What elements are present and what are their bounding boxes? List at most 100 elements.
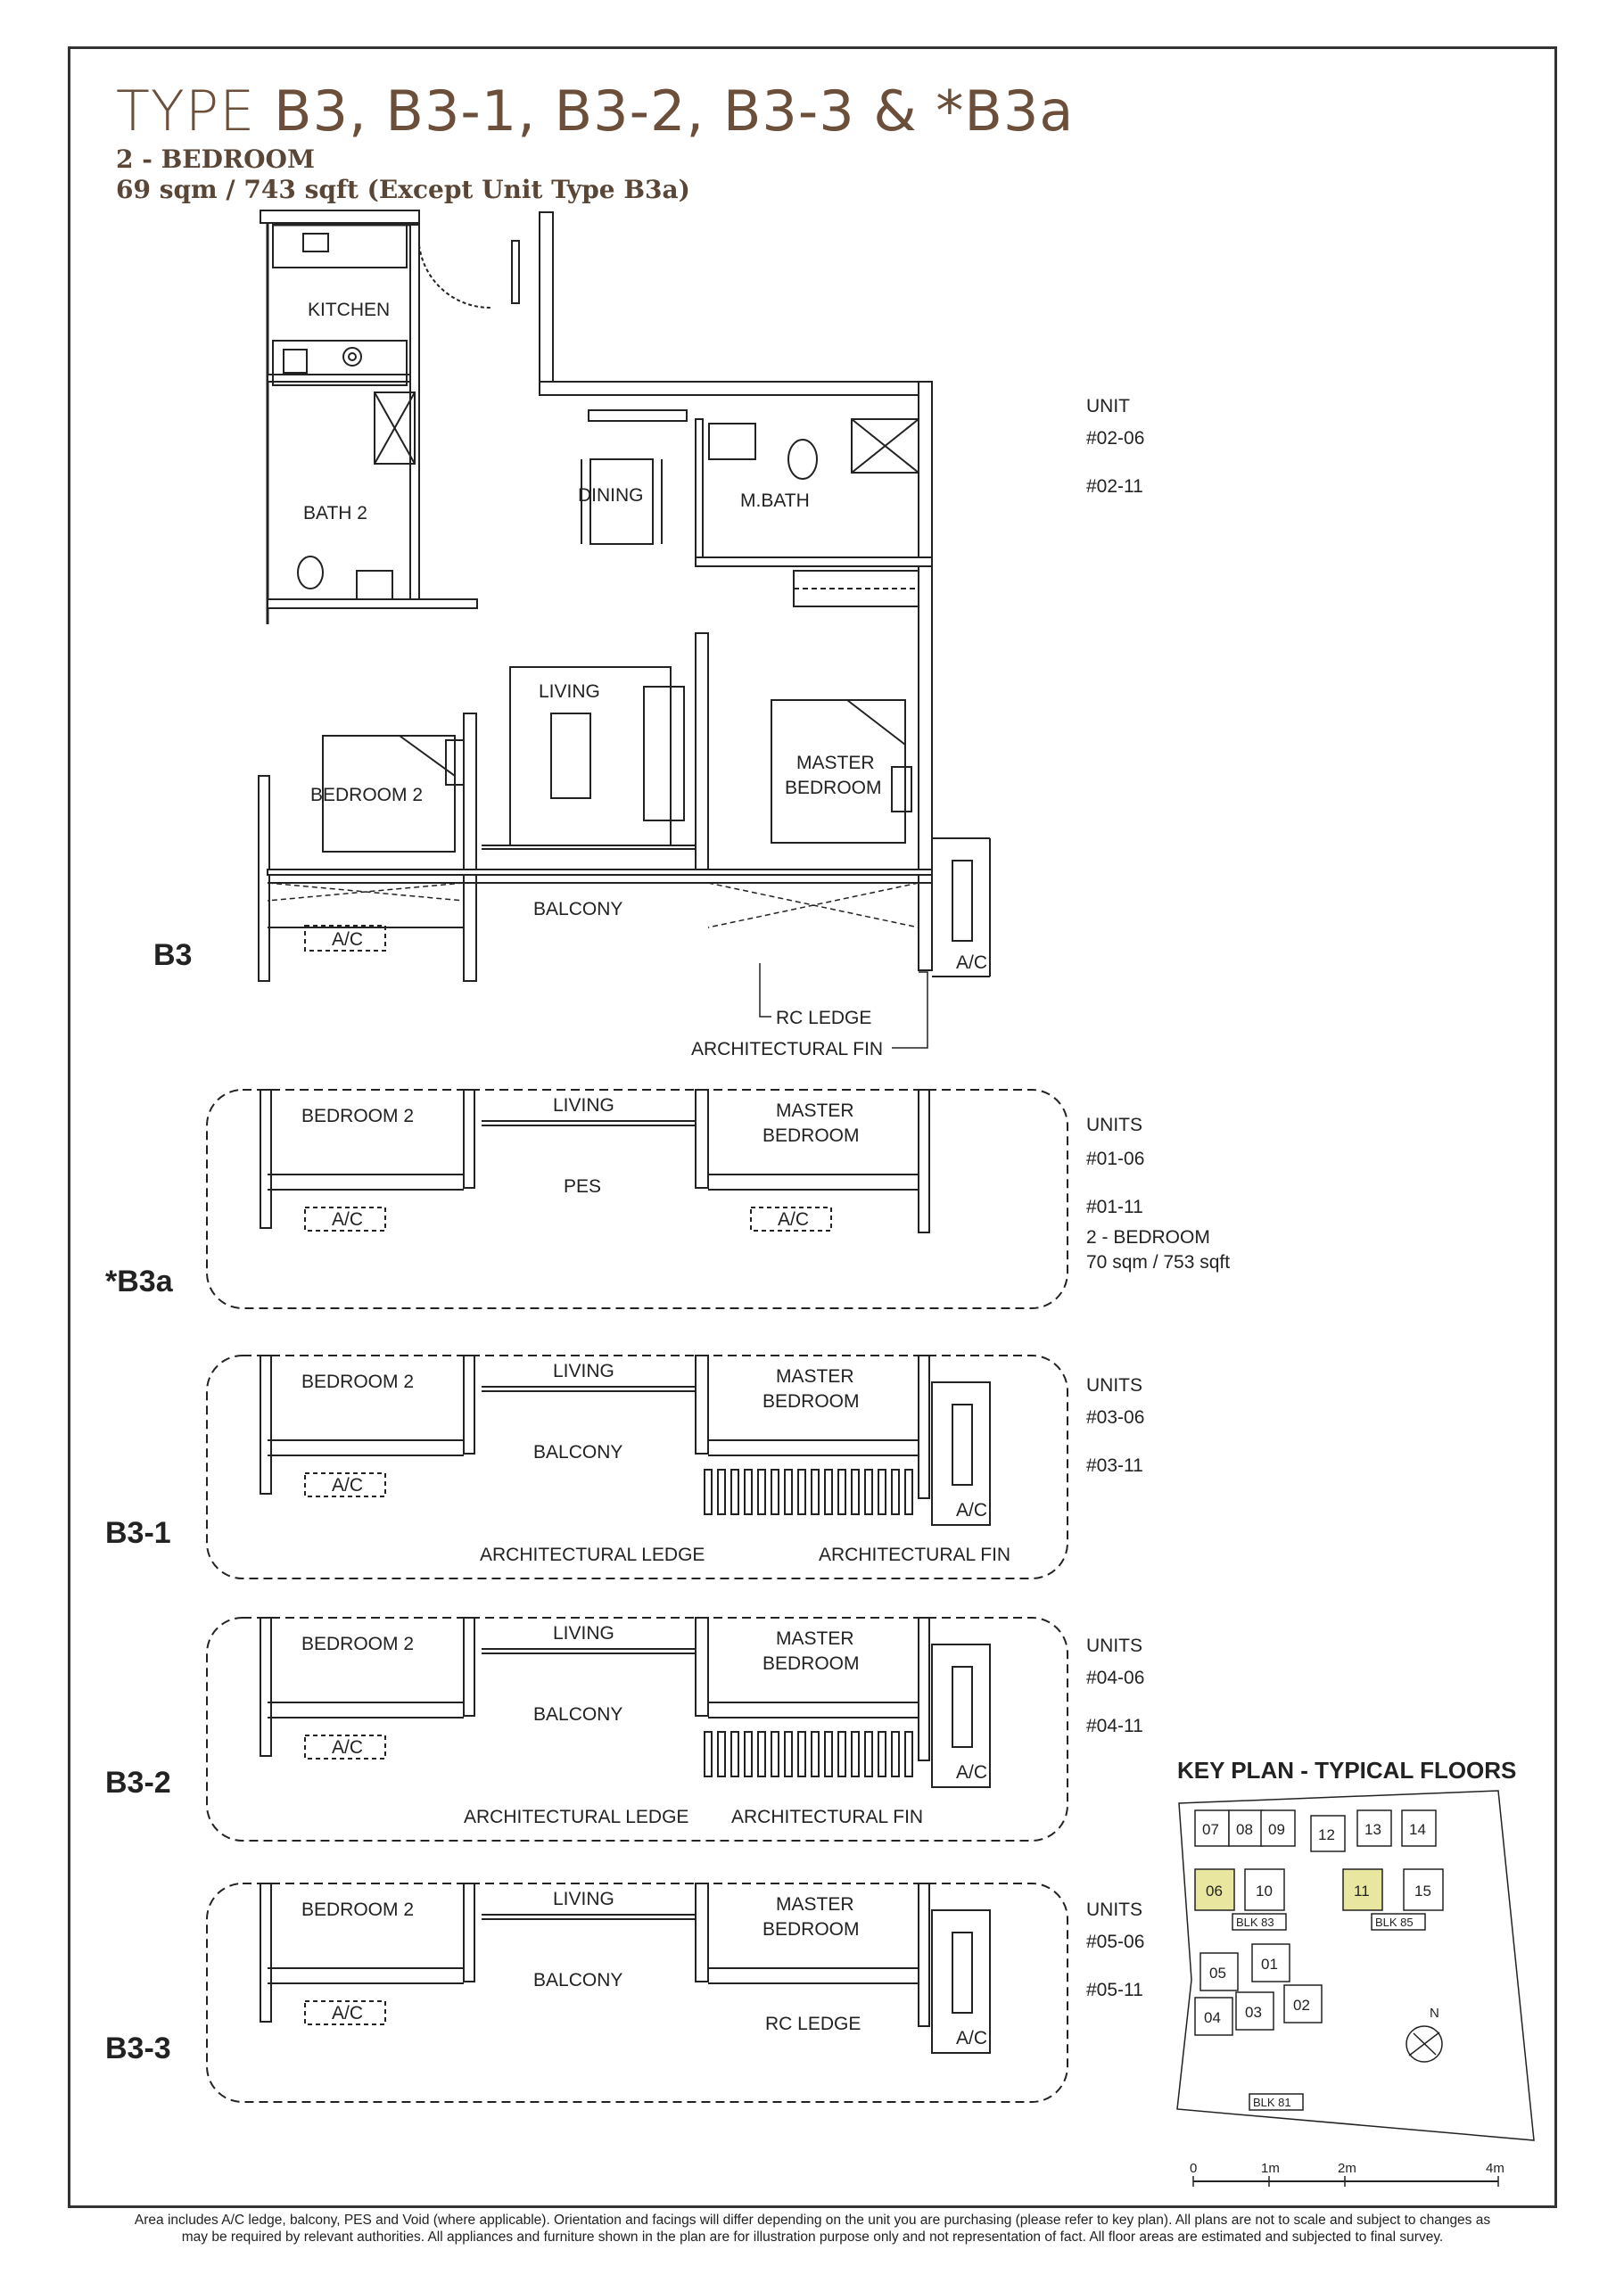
type-label-b3a: *B3a bbox=[105, 1265, 173, 1298]
keyplan-unit-label: 12 bbox=[1318, 1826, 1335, 1843]
unit-area: 69 sqm / 743 sqft (Except Unit Type B3a) bbox=[116, 175, 690, 204]
keyplan-unit-label: 01 bbox=[1261, 1956, 1278, 1973]
variant-frame-b3-3 bbox=[206, 1883, 1068, 2103]
wall-living-master bbox=[695, 632, 709, 875]
keyplan-unit bbox=[1356, 1809, 1392, 1847]
variant-wall-left bbox=[260, 1355, 272, 1495]
variant-callout-right: ARCHITECTURAL FIN bbox=[731, 1807, 923, 1827]
variant-fin bbox=[704, 1731, 713, 1777]
variant-fin bbox=[891, 1469, 900, 1515]
keyplan-block-label: BLK 81 bbox=[1253, 2096, 1291, 2109]
ac-left-label: A/C bbox=[332, 929, 363, 950]
variant-fin bbox=[744, 1731, 753, 1777]
wall-bath2-kitchen bbox=[267, 374, 420, 383]
title-types: B3, B3-1, B3-2, B3-3 & *B3a bbox=[274, 78, 1075, 144]
variant-fin bbox=[771, 1731, 779, 1777]
type-label-b3: B3 bbox=[153, 938, 193, 972]
unit-number: #03-11 bbox=[1086, 1455, 1143, 1476]
page-subtitle: 2 - BEDROOM 69 sqm / 743 sqft (Except Un… bbox=[116, 144, 690, 205]
title-prefix: TYPE bbox=[116, 78, 256, 144]
wall-right bbox=[918, 381, 933, 971]
room-dining: DINING bbox=[578, 485, 644, 506]
variant-living: LIVING bbox=[553, 1623, 614, 1644]
key-plan bbox=[1176, 1790, 1535, 2187]
keyplan-unit bbox=[1228, 1809, 1264, 1847]
b3a-area: 70 sqm / 753 sqft bbox=[1086, 1252, 1231, 1273]
variant-wall-left bbox=[260, 1617, 272, 1757]
room-bedroom2: BEDROOM 2 bbox=[310, 785, 423, 805]
unit-number: #04-06 bbox=[1086, 1668, 1145, 1688]
callout-arch-fin: ARCHITECTURAL FIN bbox=[691, 1039, 883, 1059]
keyplan-unit bbox=[1260, 1809, 1296, 1847]
keyplan-block-tag bbox=[1249, 2093, 1304, 2111]
units-b3-2: UNITS #04-06 #04-11 bbox=[1086, 1634, 1144, 1739]
unit-number: #05-06 bbox=[1086, 1932, 1145, 1952]
variant-bedroom2: BEDROOM 2 bbox=[301, 1106, 414, 1126]
variant-outdoor: PES bbox=[564, 1176, 601, 1197]
ac-right-label: A/C bbox=[956, 952, 987, 973]
variant-living: LIVING bbox=[553, 1889, 614, 1909]
scale-1m: 1m bbox=[1261, 2161, 1280, 2176]
variant-callout-right: ARCHITECTURAL FIN bbox=[819, 1545, 1010, 1565]
variant-fin bbox=[878, 1731, 886, 1777]
variant-ac-ledge bbox=[952, 1404, 973, 1486]
units-header: UNITS bbox=[1086, 1115, 1142, 1135]
keyplan-block-tag bbox=[1371, 1913, 1426, 1931]
variant-ac-left: A/C bbox=[332, 1737, 363, 1758]
variant-fin bbox=[797, 1469, 806, 1515]
variant-ac-box bbox=[304, 2000, 386, 2025]
variant-wall-left bbox=[260, 1883, 272, 2023]
variant-outdoor: BALCONY bbox=[533, 1442, 622, 1463]
unit-number: #02-06 bbox=[1086, 428, 1145, 449]
keyplan-unit-label: 15 bbox=[1414, 1883, 1431, 1900]
variant-wall bbox=[695, 1883, 709, 1982]
variant-ac-box bbox=[304, 1207, 386, 1232]
keyplan-block-label: BLK 85 bbox=[1375, 1916, 1414, 1929]
ac-box-left bbox=[304, 925, 386, 952]
type-label-b3-2: B3-2 bbox=[105, 1766, 171, 1800]
north-arrow-icon bbox=[1406, 2025, 1443, 2063]
keyplan-unit-label: 08 bbox=[1236, 1821, 1253, 1838]
keyplan-block-label: BLK 83 bbox=[1236, 1916, 1274, 1929]
variant-living: LIVING bbox=[553, 1361, 614, 1381]
variant-bedroom2: BEDROOM 2 bbox=[301, 1900, 414, 1920]
keyplan-unit bbox=[1401, 1809, 1437, 1847]
wall-corridor bbox=[539, 211, 554, 396]
variant-master-2: BEDROOM bbox=[763, 1919, 860, 1940]
balcony-line bbox=[267, 869, 933, 876]
units-header: UNITS bbox=[1086, 1900, 1142, 1920]
unit-number: #04-11 bbox=[1086, 1716, 1143, 1736]
footer-line-1: Area includes A/C ledge, balcony, PES an… bbox=[134, 2213, 1491, 2228]
variant-ac-right: A/C bbox=[956, 1500, 987, 1521]
page-frame bbox=[68, 46, 1557, 2208]
variant-master-1: MASTER bbox=[776, 1100, 854, 1121]
keyplan-unit-highlighted bbox=[1194, 1868, 1235, 1911]
units-main: UNIT #02-06 #02-11 bbox=[1086, 394, 1144, 499]
variant-ac-ledge bbox=[931, 1381, 991, 1526]
variant-fin bbox=[811, 1731, 820, 1777]
variant-fin bbox=[744, 1469, 753, 1515]
variant-ac-left: A/C bbox=[332, 1475, 363, 1496]
wall-bed2-living bbox=[463, 713, 477, 982]
keyplan-unit-label: 09 bbox=[1268, 1821, 1285, 1838]
keyplan-unit-highlighted bbox=[1342, 1868, 1383, 1911]
variant-fin bbox=[837, 1731, 846, 1777]
units-header: UNITS bbox=[1086, 1636, 1142, 1656]
variant-wall bbox=[695, 1089, 709, 1189]
keyplan-unit-label: 05 bbox=[1209, 1965, 1226, 1982]
units-header: UNITS bbox=[1086, 1375, 1142, 1396]
unit-number: #02-11 bbox=[1086, 476, 1143, 497]
variant-frame-b3-1 bbox=[206, 1355, 1068, 1579]
keyplan-block-tag bbox=[1232, 1913, 1287, 1931]
variant-master-1: MASTER bbox=[776, 1894, 854, 1915]
variant-ac-left: A/C bbox=[332, 2003, 363, 2023]
unit-number: #05-11 bbox=[1086, 1980, 1143, 2000]
footer-disclaimer: Area includes A/C ledge, balcony, PES an… bbox=[68, 2212, 1557, 2246]
variant-fin bbox=[851, 1731, 860, 1777]
room-bath2: BATH 2 bbox=[303, 503, 367, 523]
site-boundary bbox=[1176, 1790, 1535, 2141]
wall-mbath-bottom bbox=[695, 556, 933, 567]
wall-bath2-bottom bbox=[267, 598, 478, 609]
variant-master-2: BEDROOM bbox=[763, 1125, 860, 1146]
keyplan-unit bbox=[1244, 1868, 1285, 1911]
